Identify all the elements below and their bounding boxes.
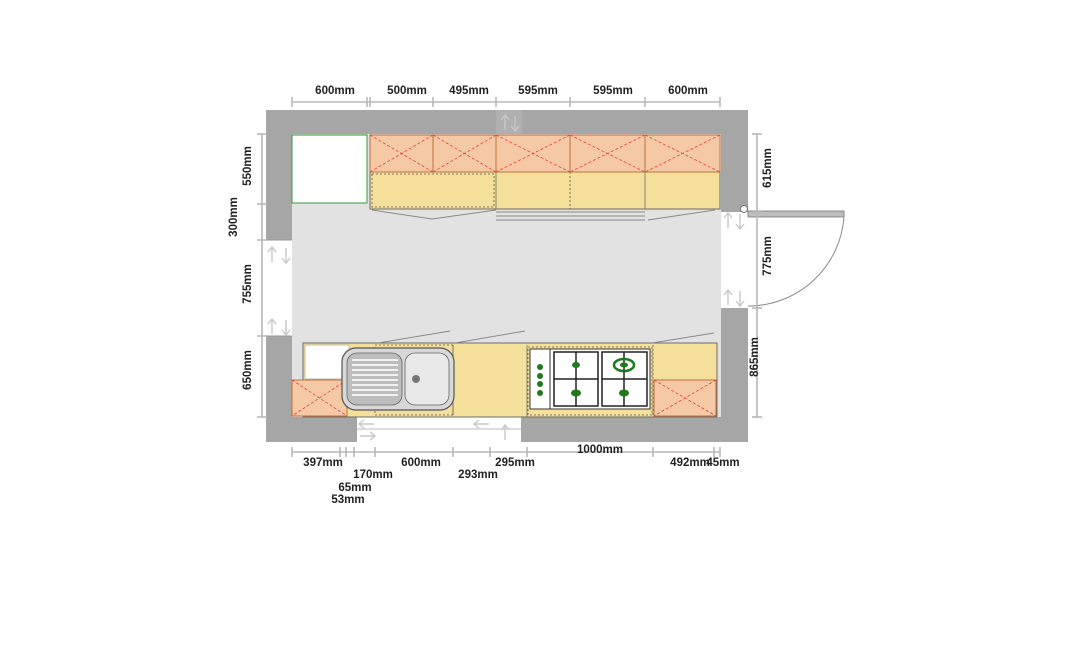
dim-bottom-2: 600mm bbox=[401, 457, 441, 469]
dim-bottom-8: 65mm bbox=[338, 482, 371, 494]
door-opening bbox=[721, 212, 748, 308]
hob-icon bbox=[529, 348, 651, 410]
dim-top-4: 595mm bbox=[518, 85, 558, 97]
dim-bottom-9: 53mm bbox=[331, 494, 364, 506]
dim-bottom-3: 295mm bbox=[495, 457, 535, 469]
dim-right-3: 865mm bbox=[749, 337, 761, 377]
dim-left-2: 300mm bbox=[228, 197, 240, 237]
wall-unit-cross bbox=[644, 134, 721, 173]
dim-top-6: 600mm bbox=[668, 85, 708, 97]
dim-right-1: 615mm bbox=[762, 148, 774, 188]
opening-arrows bbox=[267, 113, 745, 441]
wall-unit-cross bbox=[369, 134, 434, 173]
wall-units-top bbox=[369, 134, 721, 173]
dim-top-1: 600mm bbox=[315, 85, 355, 97]
dimension-lines bbox=[257, 97, 762, 457]
dim-bottom-upper: 1000mm bbox=[577, 444, 623, 456]
fridge bbox=[291, 134, 368, 204]
dim-top-5: 595mm bbox=[593, 85, 633, 97]
dim-bottom-4: 492mm bbox=[670, 457, 710, 469]
dim-bottom-1: 397mm bbox=[303, 457, 343, 469]
base-unit-outline bbox=[371, 173, 495, 208]
dim-left-1: 550mm bbox=[242, 146, 254, 186]
dim-left-3: 755mm bbox=[242, 264, 254, 304]
top-window-icon bbox=[496, 110, 522, 134]
wall-unit-cross bbox=[569, 134, 646, 173]
top-run bbox=[291, 134, 721, 221]
door-swing-icon bbox=[740, 205, 845, 307]
sink-icon bbox=[341, 347, 455, 411]
wall-unit-cross bbox=[495, 134, 571, 173]
dim-bottom-5: 45mm bbox=[706, 457, 739, 469]
wall-unit-cross bbox=[432, 134, 497, 173]
bottom-run bbox=[291, 330, 718, 418]
dim-left-4: 650mm bbox=[242, 350, 254, 390]
dim-right-2: 775mm bbox=[762, 236, 774, 276]
dim-bottom-6: 170mm bbox=[353, 469, 393, 481]
dim-top-2: 500mm bbox=[387, 85, 427, 97]
dimension-labels: 600mm 500mm 495mm 595mm 595mm 600mm 550m… bbox=[228, 85, 774, 506]
dim-top-3: 495mm bbox=[449, 85, 489, 97]
dim-bottom-7: 293mm bbox=[458, 469, 498, 481]
